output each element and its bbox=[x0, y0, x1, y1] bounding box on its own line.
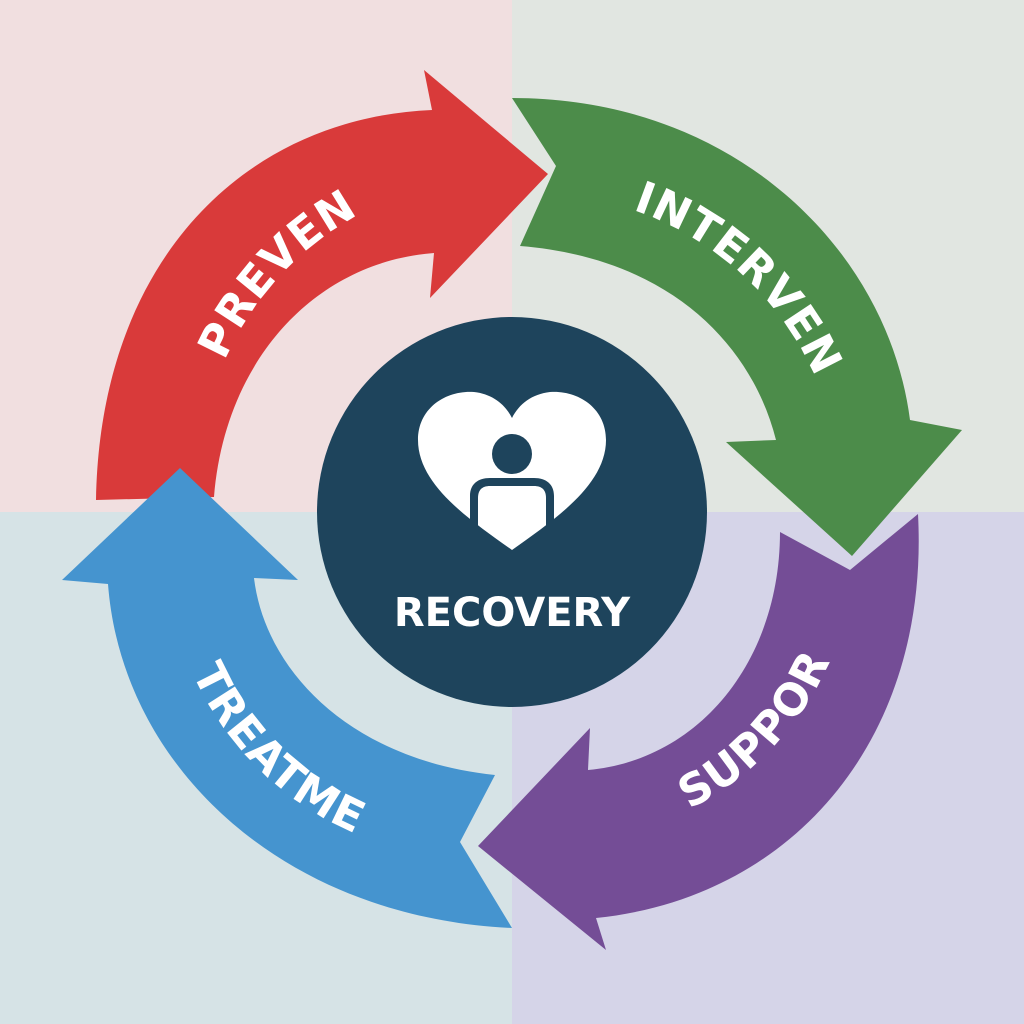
supports-arrow[interactable] bbox=[478, 514, 919, 950]
recovery-label: RECOVERY bbox=[394, 590, 631, 636]
prevention-arrow[interactable] bbox=[96, 70, 548, 500]
treatment-arrow[interactable] bbox=[62, 468, 512, 928]
heart-person-icon bbox=[418, 391, 606, 550]
intervention-arrow[interactable] bbox=[512, 98, 962, 556]
